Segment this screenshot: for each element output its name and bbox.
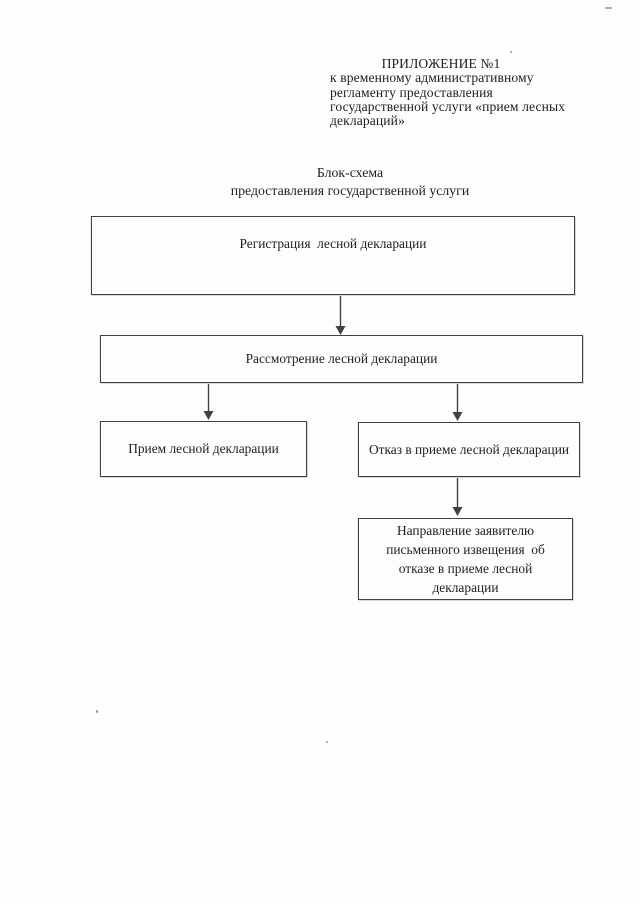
node-notice-line: письменного извещения об <box>386 542 545 557</box>
node-review: Рассмотрение лесной декларации <box>100 335 583 383</box>
appendix-line: государственной услуги «прием лесных <box>330 98 566 114</box>
appendix-line: к временному административному <box>330 70 534 86</box>
node-acceptance-label: Прием лесной декларации <box>128 441 279 456</box>
node-refusal-label: Отказ в приеме лесной декларации <box>368 441 570 457</box>
appendix-line: деклараций» <box>330 113 405 129</box>
scan-artifact <box>96 710 98 713</box>
arrow-refusal-to-notice <box>452 478 463 516</box>
arrow-registration-to-review <box>335 296 346 335</box>
diagram-title-line1: Блок-схема <box>316 165 384 180</box>
node-notice-label: Направление заявителю письменного извеще… <box>386 521 545 597</box>
node-refusal: Отказ в приеме лесной декларации <box>358 422 580 477</box>
node-notice-line: Направление заявителю <box>397 523 534 538</box>
node-registration-label: Регистрация лесной декларации <box>239 236 427 251</box>
appendix-title: ПРИЛОЖЕНИЕ №1 <box>381 56 501 71</box>
arrow-review-to-refusal <box>452 384 463 421</box>
node-notice: Направление заявителю письменного извеще… <box>358 518 573 600</box>
scan-artifact <box>326 741 328 743</box>
node-notice-line: декларации <box>432 580 499 595</box>
node-registration: Регистрация лесной декларации <box>91 216 575 295</box>
scan-artifact <box>510 51 512 53</box>
appendix-block: ПРИЛОЖЕНИЕ №1 к временному административ… <box>330 56 570 129</box>
node-review-label: Рассмотрение лесной декларации <box>245 351 438 366</box>
diagram-title-line2: предоставления государственной услуги <box>230 183 470 199</box>
diagram-title: Блок-схема предоставления государственно… <box>110 164 590 200</box>
scan-artifact <box>605 7 612 9</box>
node-acceptance: Прием лесной декларации <box>100 421 307 477</box>
appendix-line: регламенту предоставления <box>330 84 493 100</box>
arrow-review-to-acceptance <box>203 384 214 420</box>
node-notice-line: отказе в приеме лесной <box>398 561 533 576</box>
